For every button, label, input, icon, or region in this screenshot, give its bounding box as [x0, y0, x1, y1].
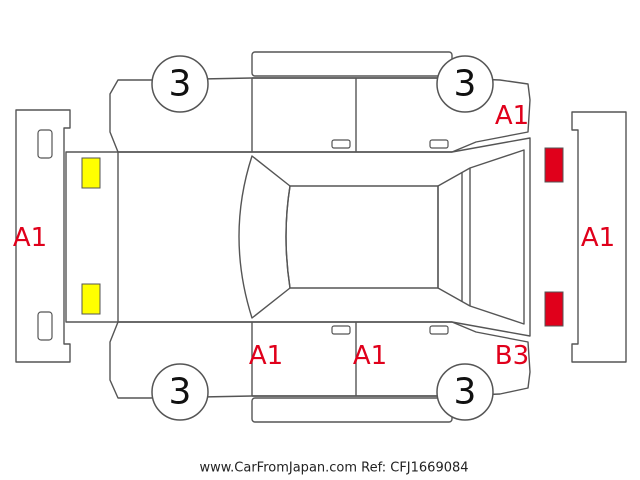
wheel-rating: 3 [454, 372, 477, 413]
car-body-top-view [65, 137, 531, 337]
rear-lamp-marker-top [81, 157, 101, 189]
damage-code-left-rear-door: A1 [249, 341, 283, 371]
damage-code-left-front-door: A1 [353, 341, 387, 371]
watermark-caption: www.CarFromJapan.com Ref: CFJ1669084 [199, 461, 468, 476]
rear-lamp-marker-bottom [81, 283, 101, 315]
wheel-rating: 3 [454, 64, 477, 105]
front-lamp-marker-top [544, 147, 564, 183]
rear-bumper [15, 109, 71, 363]
wheel-front-left: 3 [151, 55, 209, 113]
front-lamp-marker-bottom [544, 291, 564, 327]
right-side-panel [109, 77, 531, 153]
wheel-rating: 3 [169, 372, 192, 413]
roof-bottom-strip [251, 395, 453, 423]
wheel-rear-left: 3 [151, 363, 209, 421]
roof-top-strip [251, 51, 453, 79]
wheel-front-right: 3 [436, 55, 494, 113]
damage-code-front-right-fender: A1 [495, 101, 529, 131]
wheel-rear-right: 3 [436, 363, 494, 421]
damage-code-left-front-fender: B3 [495, 341, 529, 371]
front-bumper [571, 111, 627, 363]
left-side-panel [109, 321, 531, 399]
damage-code-rear-bumper: A1 [13, 223, 47, 253]
wheel-rating: 3 [169, 64, 192, 105]
damage-code-front-bumper: A1 [581, 223, 615, 253]
